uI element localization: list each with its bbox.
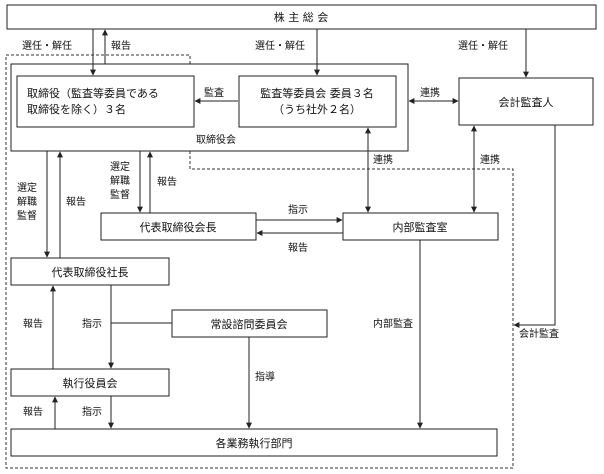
label-elect-dismiss-3: 選任・解任 — [458, 39, 508, 52]
audit-committee-label-line1: 監査等委員会 委員３名 — [260, 86, 374, 100]
label-guidance: 指導 — [255, 370, 275, 383]
executive-committee-label: 執行役員会 — [63, 376, 118, 390]
advisory-committee-box: 常設諮問委員会 — [171, 309, 328, 338]
label-report-3: 報告 — [66, 195, 86, 208]
audit-committee-label-line2: （うち社外２名） — [273, 102, 361, 116]
label-instruct-3: 指示 — [82, 405, 102, 418]
label-select-president-3: 監督 — [17, 209, 37, 222]
label-instruct-1: 指示 — [288, 203, 308, 216]
label-report-1: 報告 — [111, 39, 131, 52]
label-report-5: 報告 — [23, 317, 43, 330]
label-report-2: 報告 — [157, 175, 177, 188]
label-select-chairman-2: 解職 — [110, 174, 130, 187]
directors-box: 取締役（監査等委員である 取締役を除く）３名 — [16, 75, 195, 128]
directors-label-line1: 取締役（監査等委員である — [27, 86, 159, 100]
internal-audit-label: 内部監査室 — [393, 220, 448, 234]
label-instruct-2: 指示 — [82, 317, 102, 330]
arrow-accounting-audit — [513, 125, 556, 328]
internal-audit-box: 内部監査室 — [342, 212, 499, 241]
business-divisions-box: 各業務執行部門 — [10, 428, 498, 457]
label-elect-dismiss-2: 選任・解任 — [255, 39, 305, 52]
audit-committee-box: 監査等委員会 委員３名 （うち社外２名） — [238, 75, 397, 128]
label-cooperation-1: 連携 — [420, 86, 440, 99]
shareholders-label: 株 主 総 会 — [274, 10, 329, 24]
label-internal-audit: 内部監査 — [373, 317, 413, 330]
label-cooperation-3: 連携 — [480, 153, 500, 166]
board-label: 取締役会 — [196, 133, 236, 146]
label-select-president-2: 解職 — [17, 195, 37, 208]
directors-label-line2: 取締役を除く）３名 — [27, 102, 126, 116]
advisory-committee-label: 常設諮問委員会 — [211, 317, 288, 331]
label-select-president-1: 選定 — [17, 181, 37, 194]
label-report-4: 報告 — [288, 241, 308, 254]
label-audit: 監査 — [204, 86, 224, 99]
accounting-auditor-box: 会計監査人 — [458, 77, 594, 126]
president-label: 代表取締役社長 — [52, 265, 129, 279]
label-select-chairman-1: 選定 — [110, 160, 130, 173]
president-box: 代表取締役社長 — [10, 257, 170, 286]
label-report-6: 報告 — [23, 405, 43, 418]
label-accounting-audit: 会計監査 — [519, 327, 559, 340]
chairman-box: 代表取締役会長 — [100, 212, 257, 241]
chairman-label: 代表取締役会長 — [140, 220, 217, 234]
business-divisions-label: 各業務執行部門 — [216, 436, 293, 450]
board-boundary — [5, 54, 514, 469]
label-elect-dismiss-1: 選任・解任 — [22, 39, 72, 52]
label-select-chairman-3: 監督 — [110, 188, 130, 201]
shareholders-box: 株 主 総 会 — [6, 4, 597, 30]
label-cooperation-2: 連携 — [373, 153, 393, 166]
accounting-auditor-label: 会計監査人 — [499, 95, 554, 109]
executive-committee-box: 執行役員会 — [10, 368, 170, 397]
